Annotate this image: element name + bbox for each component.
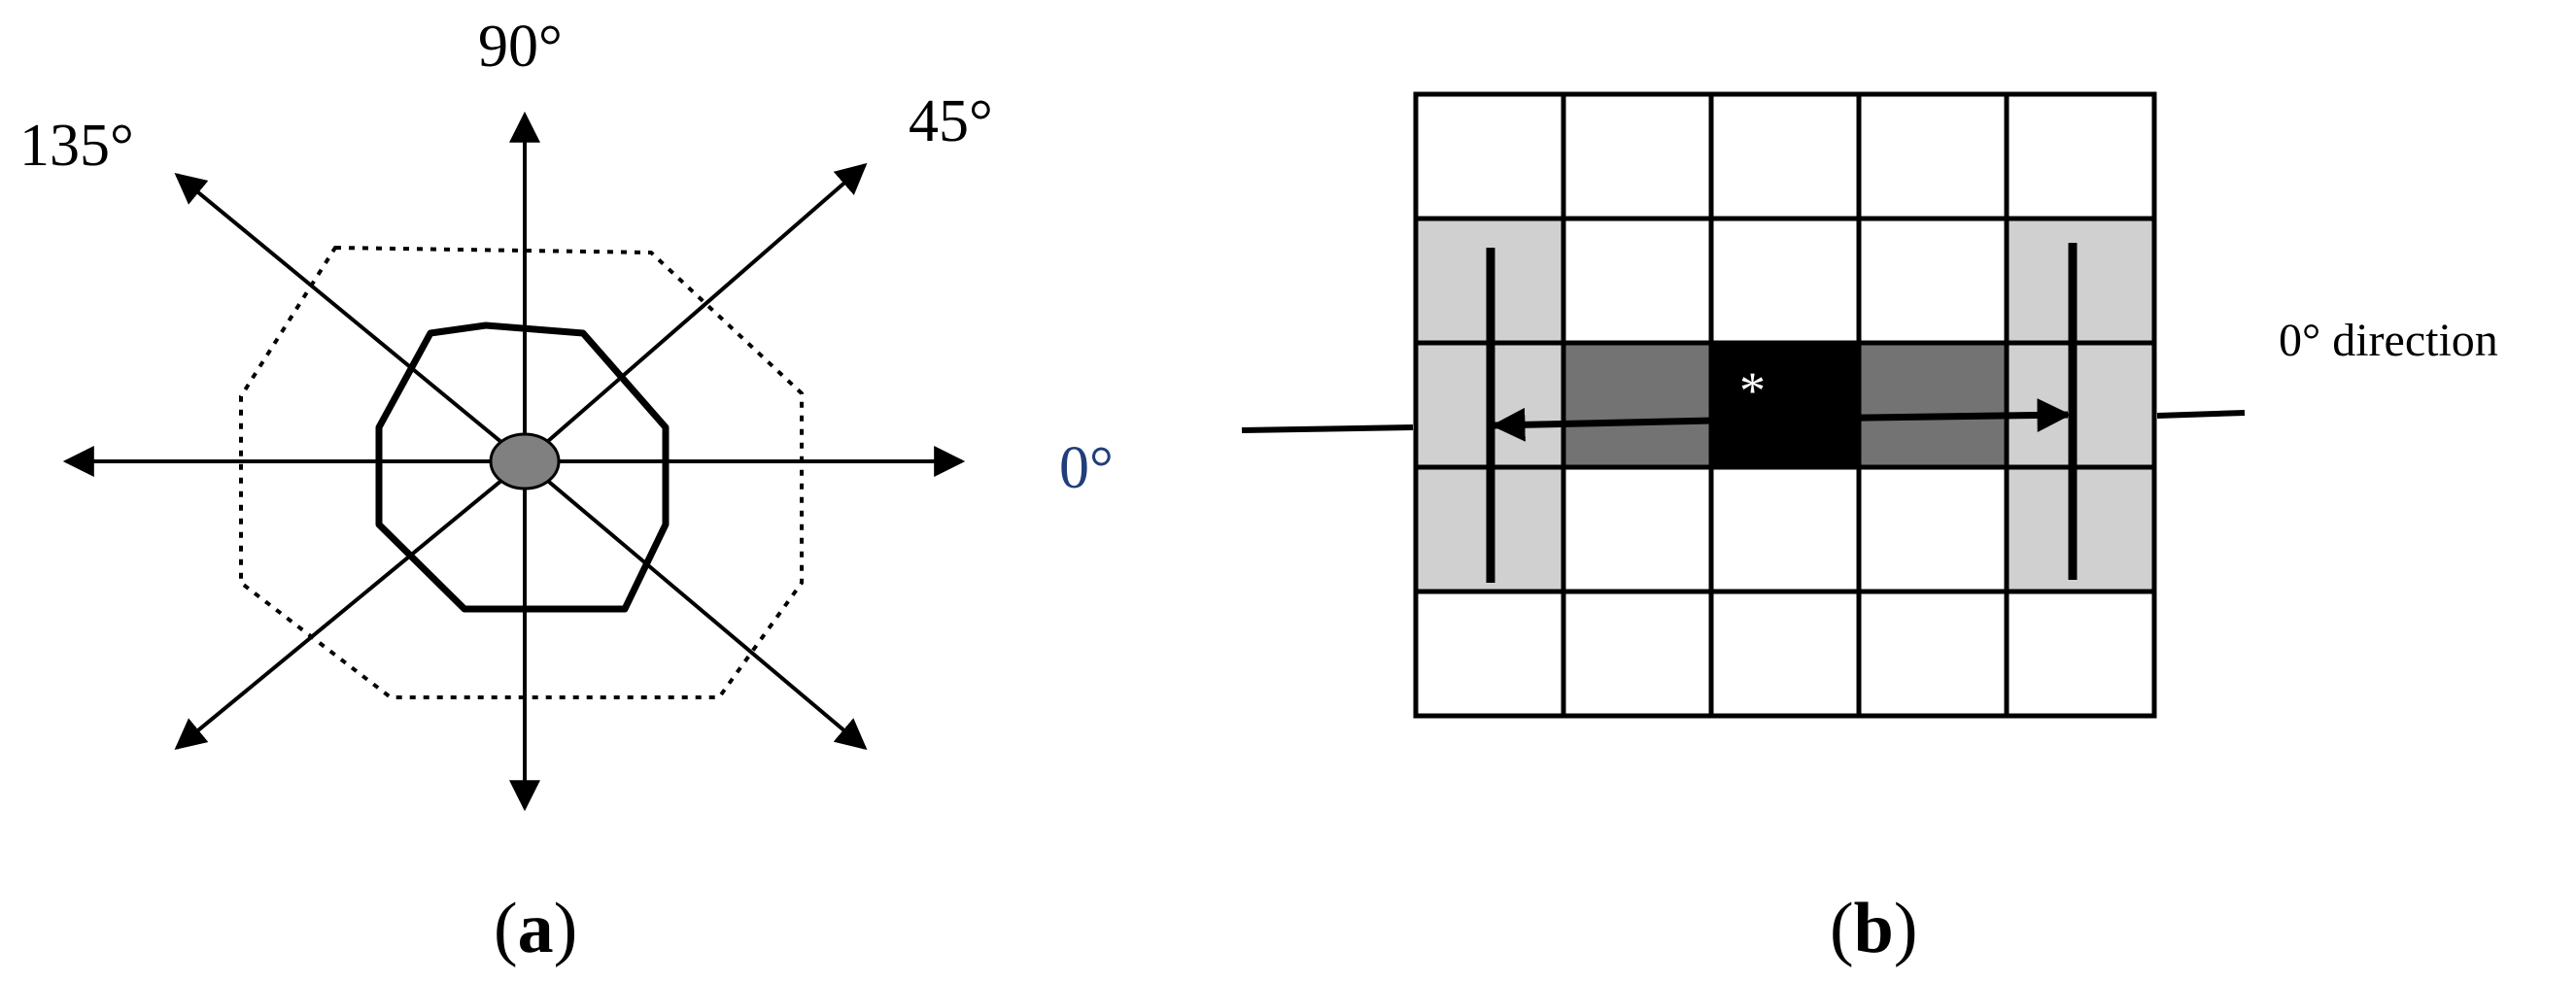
angle-label-135: 135° (19, 113, 134, 179)
caption-b-close: ) (1894, 889, 1918, 968)
grid-cell-r0-c4 (2004, 91, 2157, 221)
center-dot (489, 432, 561, 490)
grid-cell-r0-c3 (1856, 91, 2009, 221)
grid-cell-r4-c1 (1561, 589, 1714, 719)
caption-b-letter: b (1854, 889, 1894, 968)
grid-cell-r0-c2 (1708, 91, 1862, 221)
panel-a: 90° 45° 135° 0° (a) (19, 14, 1114, 968)
double-arrow-line (1491, 407, 1799, 442)
panel-b: * 0° direction (b) (1241, 91, 2498, 968)
grid-cell-r0-c0 (1413, 91, 1566, 221)
arrow-45-deg (523, 162, 868, 463)
panel-b-caption: (b) (1830, 889, 1917, 968)
grid-cell-r3-c4 (2004, 464, 2157, 594)
grid-cell-r1-c1 (1561, 216, 1714, 346)
arrow-225-deg (174, 459, 527, 751)
grid-cell-r2-c4 (2004, 340, 2157, 470)
left-outside-line (1241, 424, 1414, 433)
grid-cell-r4-c4 (2004, 589, 2157, 719)
grid-cell-r0-c1 (1561, 91, 1714, 221)
grid-cell-r2-c2 (1708, 340, 1862, 470)
panel-a-caption: (a) (494, 889, 577, 968)
angle-label-45: 45° (909, 88, 993, 154)
grid-cell-r3-c3 (1856, 464, 2009, 594)
arrow-135-deg (174, 172, 527, 463)
caption-b-open: ( (1830, 889, 1854, 968)
direction-label: 0° direction (2279, 315, 2498, 366)
grid-cell-r1-c2 (1708, 216, 1862, 346)
caption-a-open: ( (494, 889, 518, 968)
caption-a-letter: a (518, 889, 554, 968)
grid-cell-r4-c3 (1856, 589, 2009, 719)
double-arrow-line-right (1797, 397, 2072, 432)
grid-cell-r1-c3 (1856, 216, 2009, 346)
center-marker: * (1739, 361, 1766, 420)
grid-cell-r3-c1 (1561, 464, 1714, 594)
grid-cell-r1-c4 (2004, 216, 2157, 346)
arrow-315-deg (523, 459, 868, 751)
grid-cell-r4-c2 (1708, 589, 1862, 719)
grid-cell-r3-c2 (1708, 464, 1862, 594)
angle-label-90: 90° (478, 14, 563, 80)
angle-label-0: 0° (1059, 435, 1114, 501)
grid-cell-r2-c1 (1561, 340, 1714, 470)
right-outside-line (2156, 410, 2246, 419)
grid-cells (1413, 91, 2157, 719)
outer-dotted-octagon (239, 245, 804, 699)
grid-cell-r4-c0 (1413, 589, 1566, 719)
grid-cell-r2-c3 (1856, 340, 2009, 470)
caption-a-close: ) (554, 889, 578, 968)
inner-solid-octagon (375, 321, 670, 613)
